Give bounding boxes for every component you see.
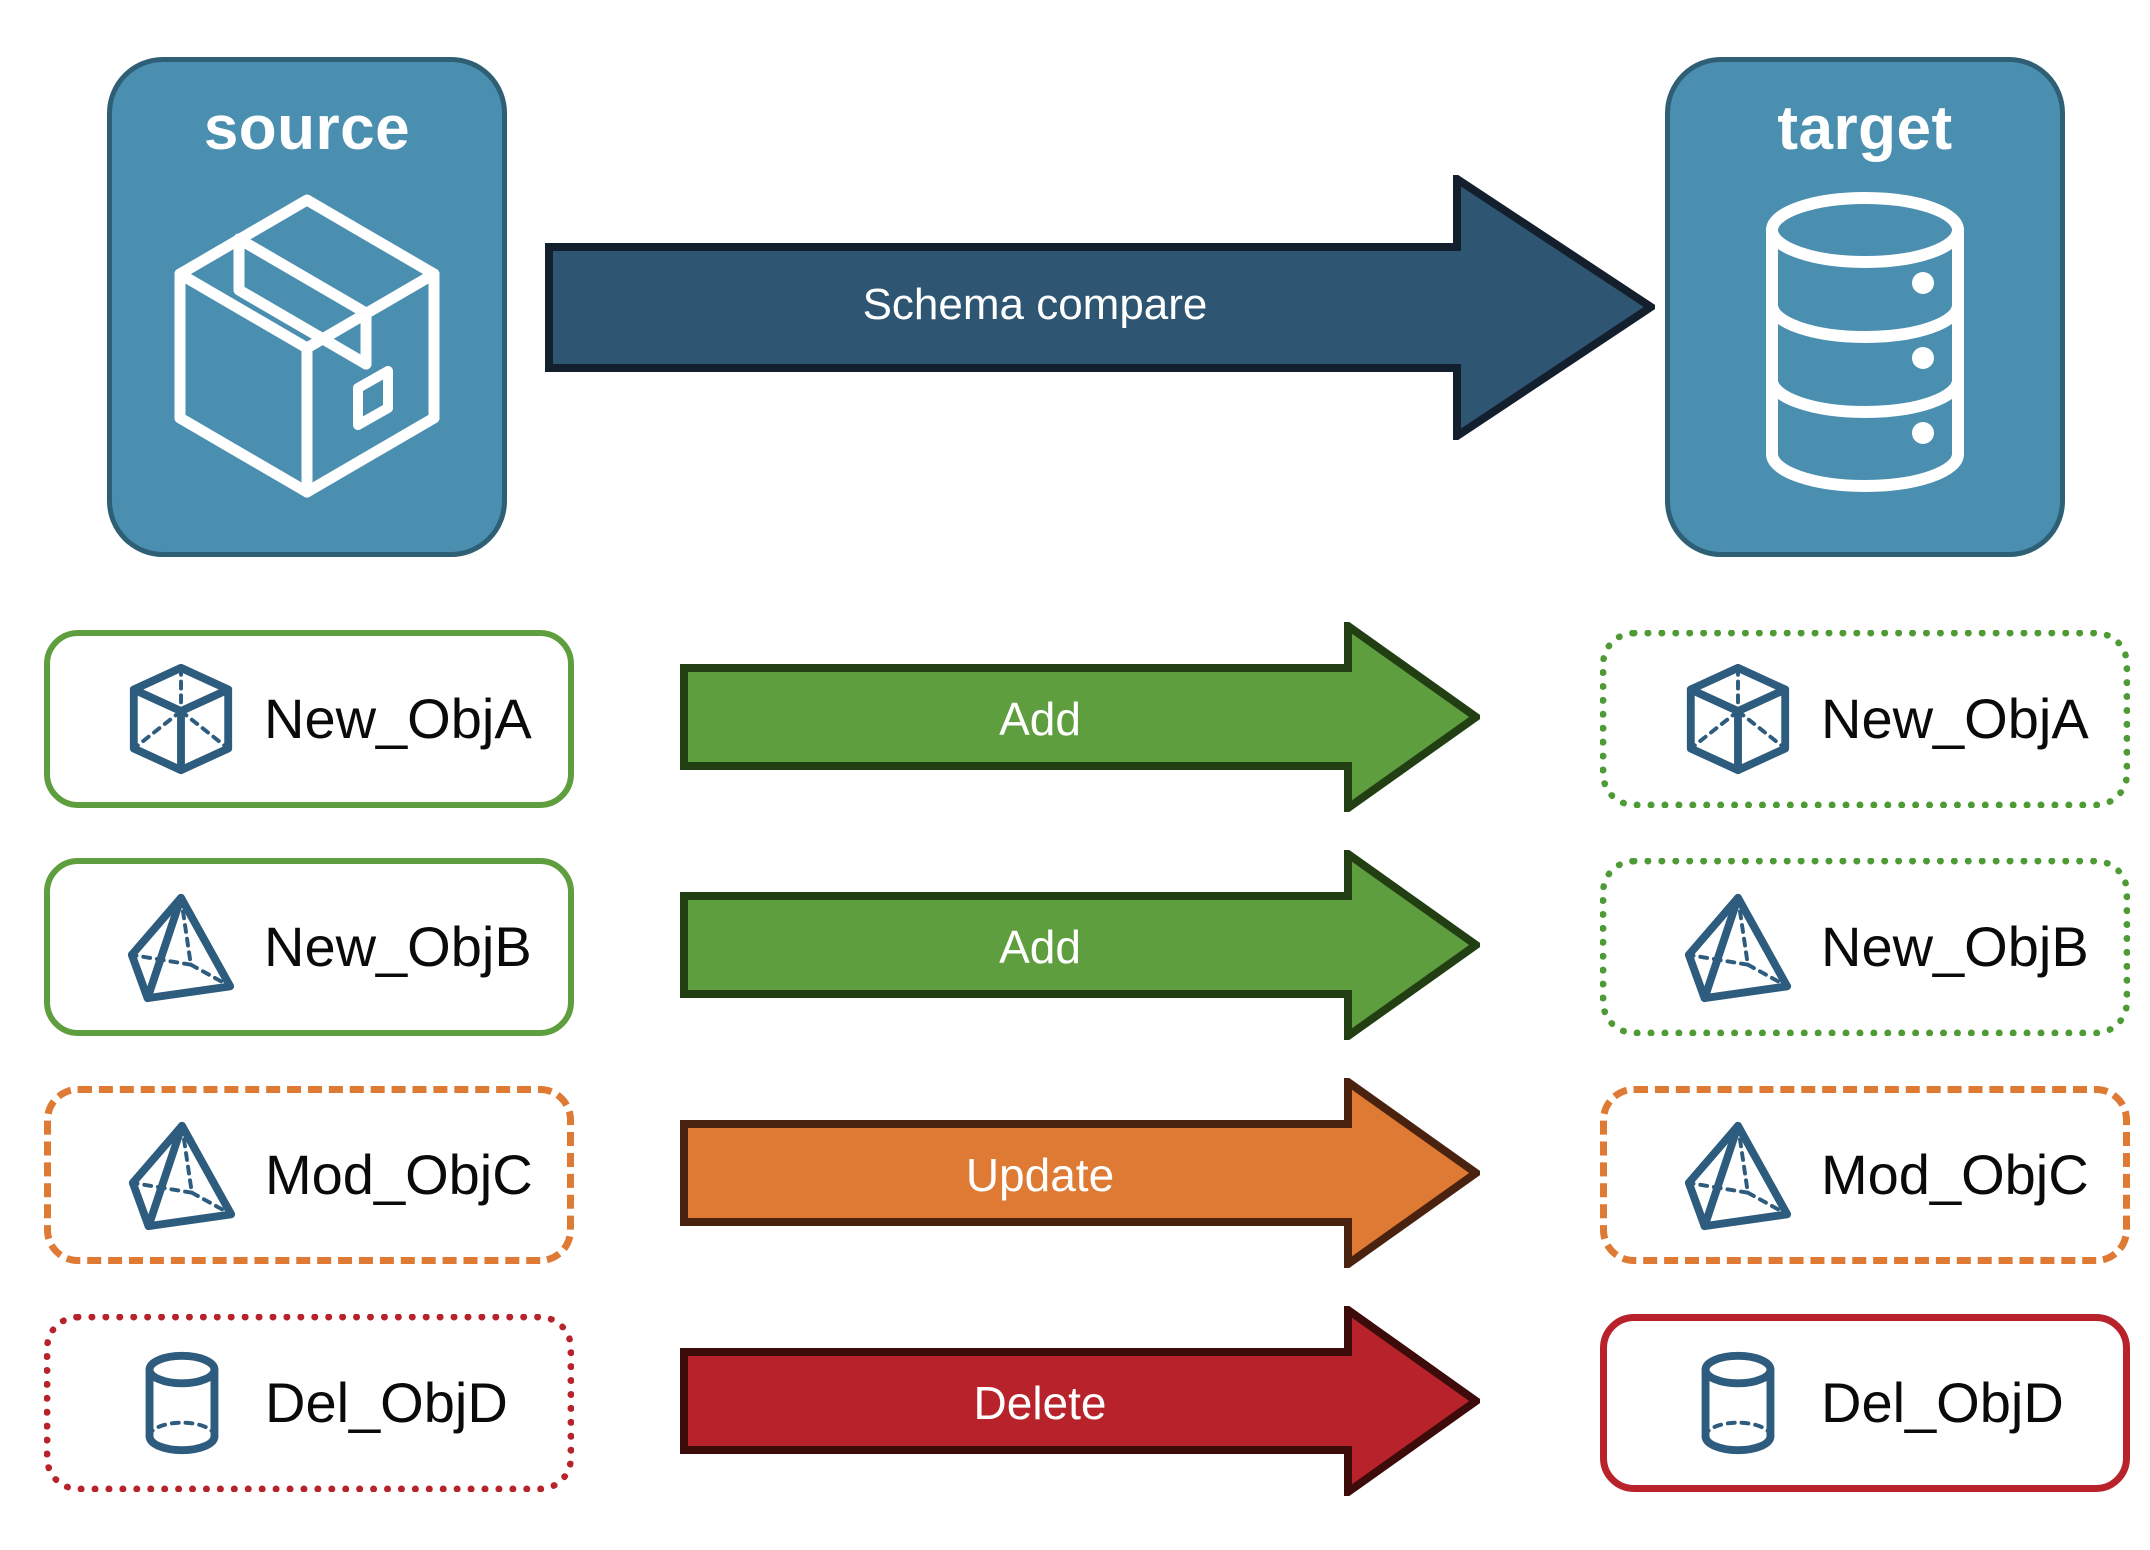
target-title: target xyxy=(1777,94,1953,163)
source-object-label-3: Del_ObjD xyxy=(265,1371,508,1434)
target-object-label-1: New_ObjB xyxy=(1821,915,2089,978)
wireframe-pyramid-icon xyxy=(1684,893,1792,1003)
source-object-label-0: New_ObjA xyxy=(264,687,532,750)
target-object-label-0: New_ObjA xyxy=(1821,687,2089,750)
add-arrow-0[interactable] xyxy=(680,622,1480,812)
wireframe-cylinder-icon xyxy=(1701,1351,1775,1455)
target-endpoint-card[interactable]: target xyxy=(1665,57,2065,557)
source-object-label-2: Mod_ObjC xyxy=(265,1143,533,1206)
delete-arrow-3[interactable] xyxy=(680,1306,1480,1496)
wireframe-cube-icon xyxy=(1686,663,1790,775)
wireframe-pyramid-icon xyxy=(1684,1121,1792,1231)
target-object-card-2[interactable]: Mod_ObjC xyxy=(1600,1086,2130,1264)
source-object-card-3[interactable]: Del_ObjD xyxy=(44,1314,574,1492)
wireframe-pyramid-icon xyxy=(128,1121,236,1231)
wireframe-cube-icon xyxy=(129,663,233,775)
target-object-label-3: Del_ObjD xyxy=(1821,1371,2064,1434)
update-arrow-2[interactable] xyxy=(680,1078,1480,1268)
wireframe-pyramid-icon xyxy=(127,893,235,1003)
source-title: source xyxy=(203,94,411,163)
target-object-label-2: Mod_ObjC xyxy=(1821,1143,2089,1206)
target-object-card-1[interactable]: New_ObjB xyxy=(1600,858,2130,1036)
source-object-card-2[interactable]: Mod_ObjC xyxy=(44,1086,574,1264)
source-endpoint-card[interactable]: source xyxy=(107,57,507,557)
add-arrow-1[interactable] xyxy=(680,850,1480,1040)
package-box-icon xyxy=(174,194,440,498)
wireframe-cylinder-icon xyxy=(145,1351,219,1455)
target-object-card-3[interactable]: Del_ObjD xyxy=(1600,1314,2130,1492)
target-object-card-0[interactable]: New_ObjA xyxy=(1600,630,2130,808)
schema-compare-arrow[interactable] xyxy=(545,175,1655,440)
source-object-card-1[interactable]: New_ObjB xyxy=(44,858,574,1036)
source-object-label-1: New_ObjB xyxy=(264,915,532,978)
database-cylinder-icon xyxy=(1766,192,1964,492)
source-object-card-0[interactable]: New_ObjA xyxy=(44,630,574,808)
